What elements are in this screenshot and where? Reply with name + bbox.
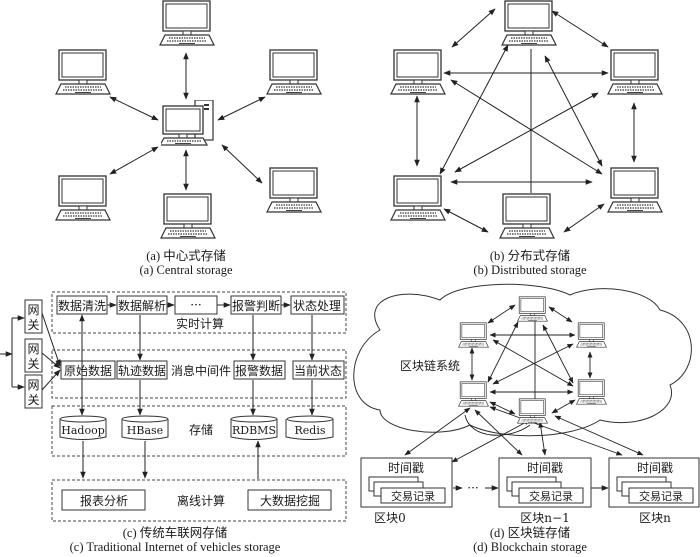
gateway-label-2a: 网 [27, 342, 39, 356]
computer-icon [501, 0, 557, 46]
gateway-label-3a: 网 [27, 378, 39, 392]
mw-current-state: 当前状态 [294, 363, 342, 378]
step-data-parsing: 数据解析 [118, 298, 166, 313]
link [450, 79, 603, 175]
computer-icon [390, 175, 446, 221]
gateway-label-1a: 网 [27, 303, 39, 317]
blockchain-links [404, 304, 644, 463]
central-links [109, 52, 266, 191]
caption-en: (d) Blockchain storage [473, 540, 587, 554]
chain-ellipsis: ··· [467, 481, 478, 495]
computer-icon [458, 322, 489, 348]
gateway-links [0, 312, 61, 391]
link [443, 208, 489, 233]
block-timestamp: 时间戳 [388, 461, 424, 475]
panel-distributed-storage: (b) 分布式存储 (b) Distributed storage [390, 0, 663, 277]
caption-cn: (d) 区块链存储 [490, 525, 570, 540]
middleware-layer-label: 消息中间件 [171, 363, 231, 378]
caption-cn: (b) 分布式存储 [490, 248, 570, 263]
realtime-layer-frame [51, 291, 347, 334]
gateway-box [24, 338, 43, 373]
computer-icon [607, 167, 663, 213]
link [563, 203, 605, 233]
caption-en: (b) Distributed storage [473, 263, 587, 277]
storage-layer: Hadoop HBase 存储 RDBMS Redis [59, 415, 334, 440]
computer-icon [266, 167, 322, 213]
link [451, 8, 496, 48]
caption-en: (a) Central storage [139, 263, 232, 277]
db-rdbms: RDBMS [232, 424, 276, 437]
computer-icon [576, 379, 607, 405]
step-ellipsis: ··· [190, 298, 201, 312]
block-transactions: 交易记录 [639, 489, 683, 503]
computer-icon [499, 193, 555, 239]
offline-layer: 报表分析 离线计算 大数据挖掘 [61, 489, 332, 511]
panel-c-flows [79, 314, 315, 479]
block-name: 区块n [639, 511, 671, 525]
panel-blockchain-storage: 区块链系统 [353, 283, 700, 554]
mw-raw-data: 原始数据 [64, 363, 112, 378]
realtime-pipeline: 数据清洗 数据解析 ··· 报警判断 状态处理 实时计算 [56, 295, 345, 331]
offline-layer-label: 离线计算 [177, 493, 225, 508]
gateway-label-1b: 关 [27, 318, 39, 332]
distributed-links [414, 8, 637, 233]
computer-icon [266, 49, 322, 95]
mw-alarm-data: 报警数据 [235, 363, 283, 378]
block-timestamp: 时间戳 [637, 461, 673, 475]
db-hadoop: Hadoop [61, 424, 104, 437]
link-center-top-left [109, 96, 159, 121]
block-transactions: 交易记录 [391, 489, 435, 503]
blockchain-system-label: 区块链系统 [400, 358, 460, 373]
step-alarm-judgment: 报警判断 [232, 298, 280, 313]
offline-report-analysis: 报表分析 [80, 493, 128, 508]
gateway-label-2b: 关 [27, 357, 39, 371]
step-state-processing: 状态处理 [293, 299, 341, 313]
block-0: 时间戳 交易记录 区块0 [360, 457, 453, 525]
computer-icon [390, 49, 446, 95]
server-icon [161, 100, 214, 146]
gateway-column: 网 关 网 关 网 关 [24, 299, 43, 409]
gateway-label-3b: 关 [27, 393, 39, 407]
caption-en: (c) Traditional Internet of vehicles sto… [70, 540, 281, 554]
realtime-layer-label: 实时计算 [176, 316, 224, 331]
computer-icon [458, 381, 489, 407]
computer-icon [607, 49, 663, 95]
computer-icon [517, 398, 548, 424]
caption-cn: (c) 传统车联网存储 [123, 525, 228, 540]
storage-layer-frame [51, 405, 347, 457]
computer-icon [576, 322, 607, 348]
layer-frames [51, 291, 347, 522]
gateway-box [24, 299, 43, 334]
link [454, 92, 599, 173]
computer-icon [55, 175, 111, 221]
computer-icon [55, 49, 111, 95]
offline-layer-frame [51, 479, 347, 522]
link-center-top-right [217, 96, 266, 121]
step-data-cleaning: 数据清洗 [58, 298, 106, 313]
middleware-layer-frame [51, 349, 347, 399]
panel-traditional-iov-storage: 网 关 网 关 网 关 数据清洗 数据解析 ··· 报警判断 状态处理 实时计算 [0, 291, 347, 554]
block-transactions: 交易记录 [529, 489, 573, 503]
block-name: 区块n−1 [520, 511, 569, 525]
db-redis: Redis [295, 424, 326, 437]
computer-icon [159, 0, 215, 46]
link-center-bottom-left [109, 146, 159, 175]
link [551, 10, 609, 48]
block-name: 区块0 [374, 511, 406, 525]
block-n-minus-1: 时间戳 交易记录 区块n−1 [498, 457, 592, 525]
block-n: 时间戳 交易记录 区块n [608, 457, 700, 525]
offline-big-data-mining: 大数据挖掘 [260, 493, 320, 508]
storage-layer-label: 存储 [189, 422, 213, 437]
middleware-layer: 原始数据 轨迹数据 消息中间件 报警数据 当前状态 [60, 360, 345, 380]
db-hbase: HBase [127, 424, 163, 437]
computer-icon [517, 296, 548, 322]
mw-trajectory-data: 轨迹数据 [118, 363, 166, 378]
block-timestamp: 时间戳 [527, 461, 563, 475]
link-center-bottom-right [221, 144, 263, 184]
gateway-box [24, 374, 43, 409]
caption-cn: (a) 中心式存储 [146, 248, 226, 263]
computer-icon [160, 193, 216, 239]
panel-central-storage: (a) 中心式存储 (a) Central storage [55, 0, 322, 277]
